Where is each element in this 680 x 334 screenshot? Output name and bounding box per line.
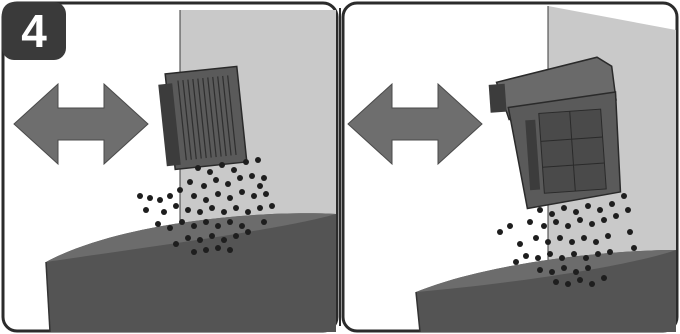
panel-divider <box>339 8 341 326</box>
collection-container <box>46 213 336 332</box>
step-number-badge: 4 <box>2 2 66 60</box>
double-arrow-icon <box>14 84 148 164</box>
step-number: 4 <box>21 5 47 57</box>
double-arrow-icon <box>348 84 482 164</box>
collection-container <box>416 250 676 332</box>
filter-housing <box>487 56 623 210</box>
right-panel <box>340 0 680 334</box>
filter-cartridge <box>157 66 247 170</box>
